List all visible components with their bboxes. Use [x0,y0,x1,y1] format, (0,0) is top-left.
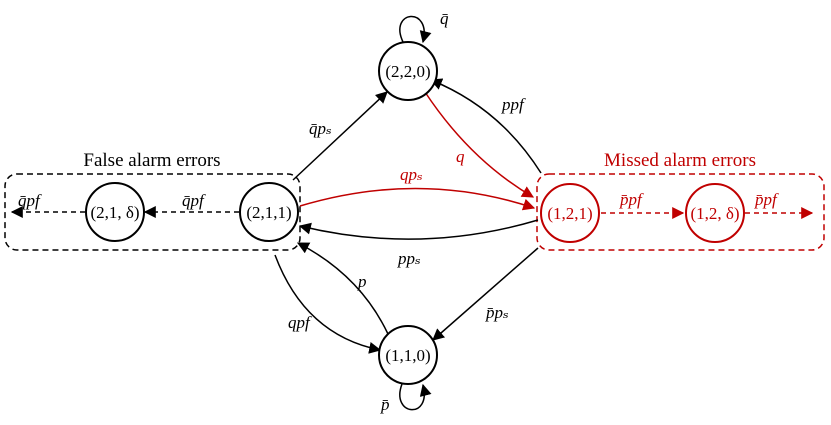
edge-label-121-220: ppf [501,95,526,114]
node-label-220: (2,2,0) [385,62,430,81]
edge-label-220-121: q [456,147,465,166]
edge-label-121-12d: p̄pf [619,190,644,209]
node-label-211: (2,1,1) [246,203,291,222]
edge-label-211-121: qpₛ [400,165,423,184]
edge-label-121-110: p̄pₛ [485,303,509,322]
node-220: (2,2,0) [378,41,438,101]
edge-121-to-220 [429,78,542,174]
false-alarm-group-title: False alarm errors [83,150,220,171]
missed-alarm-group-title: Missed alarm errors [604,150,756,171]
edge-211-to-110 [274,254,382,354]
false-alarm-group-box [4,173,301,251]
node-label-121: (1,2,1) [547,204,592,223]
edge-121-to-110 [432,247,539,341]
edge-self-loop-110 [399,383,432,411]
edge-label-self-110: p̄ [380,395,390,414]
edge-211-to-220 [292,91,388,181]
edge-self-loop-220 [399,15,432,44]
edge-211-to-121 [299,187,536,211]
edge-label-211-110: qpf [288,313,312,332]
node-12d: (1,2, δ) [685,183,745,243]
edge-label-211-21d: q̄pf [182,191,206,210]
edge-label-211-220: q̄pₛ [309,119,332,138]
edge-label-21d-out: q̄pf [18,191,42,210]
edge-label-110-211: p [357,272,367,291]
node-label-110: (1,1,0) [385,346,430,365]
node-label-21d: (2,1, δ) [90,203,139,222]
node-121: (1,2,1) [540,183,600,243]
node-110: (1,1,0) [378,325,438,385]
node-211: (2,1,1) [239,182,299,242]
edge-121-to-211 [298,219,539,240]
edge-label-12d-out: p̄pf [754,190,779,209]
node-label-12d: (1,2, δ) [690,204,739,223]
missed-alarm-group-box [536,173,825,251]
edge-label-self-220: q̄ [440,9,449,28]
edge-110-to-211 [296,242,389,335]
edge-220-to-121 [424,91,535,198]
node-21d: (2,1, δ) [85,182,145,242]
edge-label-121-211: ppₛ [397,249,421,268]
